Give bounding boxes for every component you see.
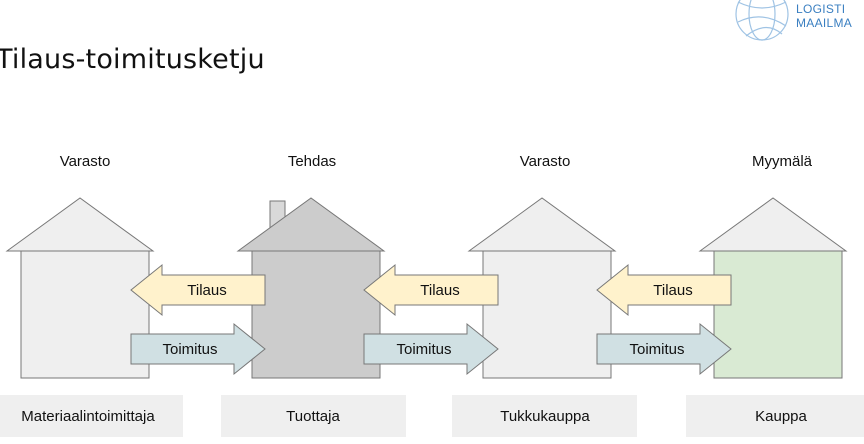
page-title: Tilaus-toimitusketju [0, 44, 265, 75]
role-label-1: Materiaalintoimittaja [21, 408, 155, 425]
delivery-arrow-3-label: Toimitus [629, 341, 684, 358]
role-label-4: Kauppa [755, 408, 807, 425]
role-box-3: Tukkukauppa [452, 395, 637, 437]
building-4-roof [698, 197, 848, 252]
building-3 [467, 197, 617, 379]
building-1-body [20, 250, 150, 379]
building-3-top-label: Varasto [520, 153, 571, 170]
building-3-body [482, 250, 612, 379]
order-arrow-1: Tilaus [130, 263, 266, 317]
logo-line-1: LOGISTI [796, 2, 846, 16]
building-3-roof [467, 197, 617, 252]
order-arrow-2-label: Tilaus [420, 282, 459, 299]
order-arrow-3: Tilaus [596, 263, 732, 317]
globe-icon [735, 0, 789, 41]
delivery-arrow-2-label: Toimitus [396, 341, 451, 358]
role-box-4: Kauppa [686, 395, 864, 437]
role-label-2: Tuottaja [286, 408, 340, 425]
order-arrow-2: Tilaus [363, 263, 499, 317]
delivery-arrow-2: Toimitus [363, 322, 499, 376]
delivery-arrow-1-label: Toimitus [162, 341, 217, 358]
building-2-roof [236, 197, 386, 252]
role-box-2: Tuottaja [221, 395, 406, 437]
role-label-3: Tukkukauppa [500, 408, 590, 425]
order-arrow-1-label: Tilaus [187, 282, 226, 299]
delivery-arrow-1: Toimitus [130, 322, 266, 376]
building-2 [236, 197, 386, 379]
building-2-top-label: Tehdas [288, 153, 336, 170]
logo-line-2: MAAILMA [796, 16, 853, 30]
delivery-arrow-3: Toimitus [596, 322, 732, 376]
building-2-body [251, 250, 381, 379]
building-1-roof [5, 197, 155, 252]
building-1-top-label: Varasto [60, 153, 111, 170]
role-box-1: Materiaalintoimittaja [0, 395, 183, 437]
building-1 [5, 197, 155, 379]
building-4-top-label: Myymälä [752, 153, 813, 170]
order-arrow-3-label: Tilaus [653, 282, 692, 299]
building-4-body [713, 250, 843, 379]
logo: LOGISTI MAAILMA [732, 0, 864, 44]
building-4 [698, 197, 848, 379]
